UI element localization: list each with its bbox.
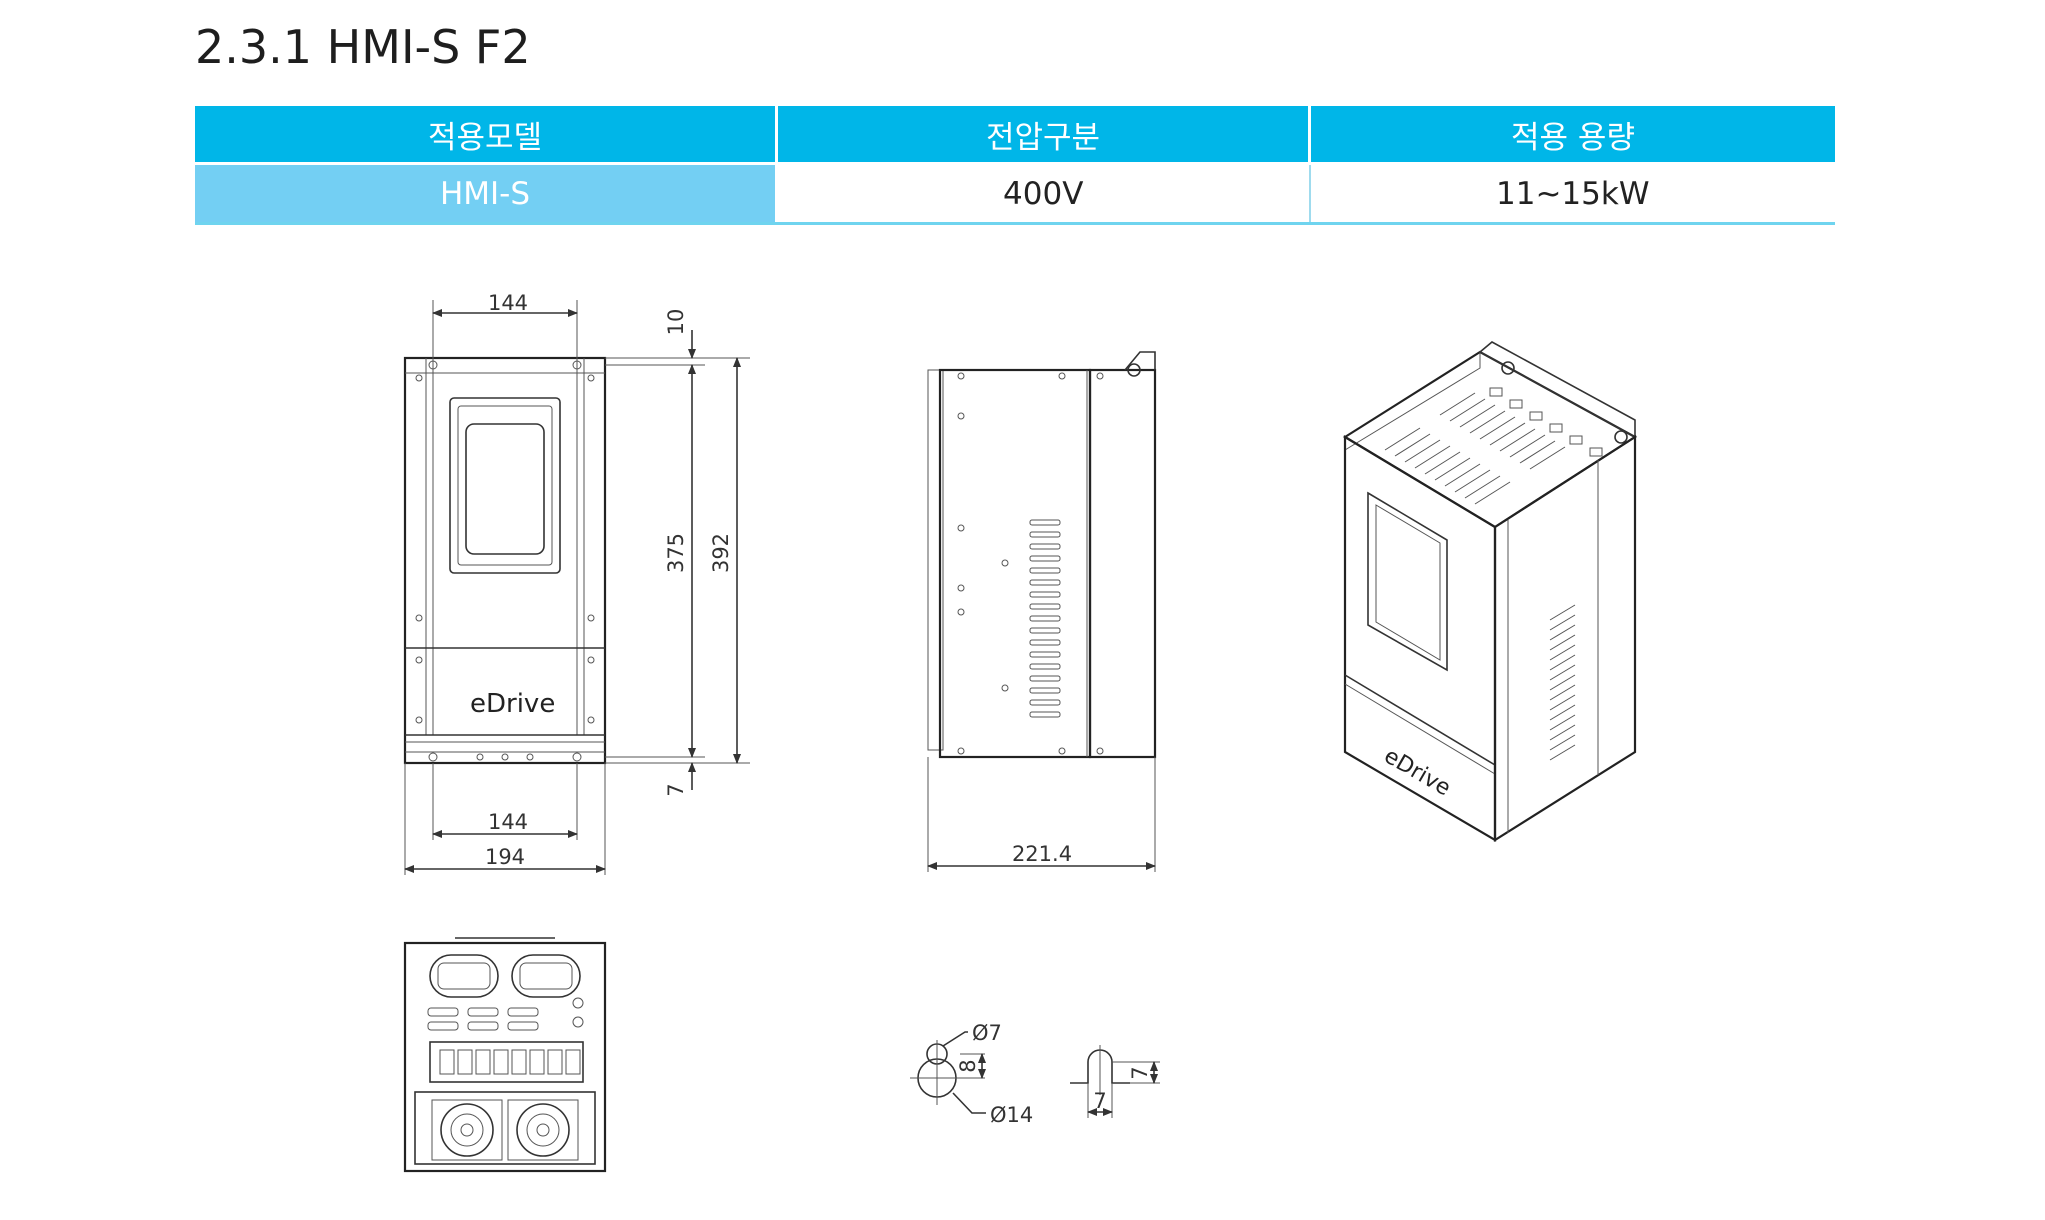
dim-small-diameter: Ø7 bbox=[972, 1021, 1002, 1045]
dim-bottom-inner-width: 144 bbox=[488, 810, 528, 834]
cell-capacity: 11~15kW bbox=[1309, 162, 1835, 225]
header-voltage: 전압구분 bbox=[776, 106, 1311, 164]
front-view: eDrive 144 10 375 392 7 144 194 bbox=[403, 291, 750, 875]
dim-total-width: 194 bbox=[485, 845, 525, 869]
bottom-view bbox=[403, 937, 607, 1173]
spec-table: 적용모델 전압구분 적용 용량 HMI-S 400V 11~15kW bbox=[195, 106, 1835, 225]
dim-depth: 221.4 bbox=[1012, 842, 1072, 866]
mount-slot-detail: 7 7 bbox=[1070, 1045, 1160, 1118]
section-title: 2.3.1 HMI-S F2 bbox=[195, 20, 531, 74]
dim-top-offset: 10 bbox=[664, 309, 688, 336]
svg-text:eDrive: eDrive bbox=[1380, 744, 1455, 802]
dim-bottom-offset: 7 bbox=[664, 783, 688, 796]
cell-voltage: 400V bbox=[776, 162, 1311, 225]
dim-inner-height: 375 bbox=[664, 533, 688, 573]
side-view: 221.4 bbox=[927, 351, 1157, 872]
header-capacity: 적용 용량 bbox=[1309, 106, 1835, 164]
dim-large-diameter: Ø14 bbox=[990, 1103, 1033, 1127]
brand-logo: eDrive bbox=[470, 689, 555, 719]
cell-model: HMI-S bbox=[195, 162, 778, 225]
isometric-view: eDrive bbox=[1342, 341, 1638, 842]
dim-total-height: 392 bbox=[709, 533, 733, 573]
header-model: 적용모델 bbox=[195, 106, 778, 164]
table-row: HMI-S 400V 11~15kW bbox=[195, 162, 1835, 225]
dim-top-width: 144 bbox=[488, 291, 528, 315]
dim-slot-width: 7 bbox=[1093, 1089, 1106, 1113]
dim-slot-length: 8 bbox=[956, 1059, 980, 1072]
mount-hole-detail: 8 Ø7 Ø14 bbox=[910, 1021, 1033, 1127]
dim-slot-height: 7 bbox=[1128, 1066, 1152, 1079]
